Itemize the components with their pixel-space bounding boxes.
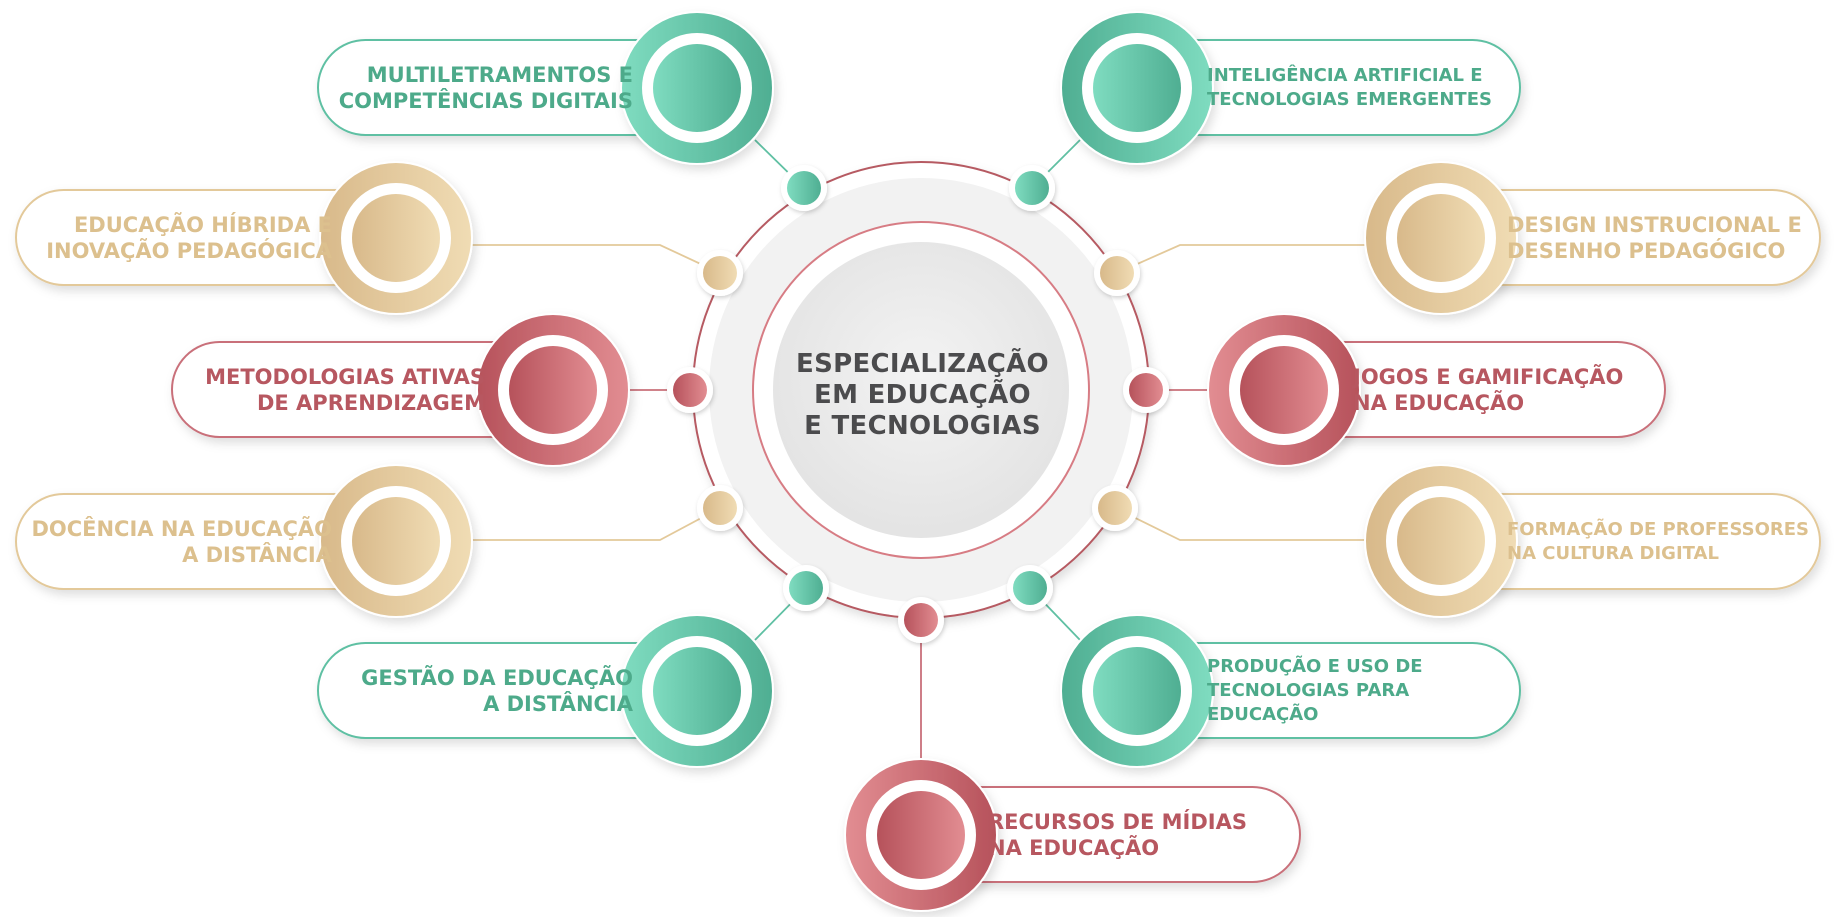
label-box-producao-tecnologias: PRODUÇÃO E USO DE TECNOLOGIAS PARA EDUCA… [1207,643,1517,738]
connector-educacao-hibrida [470,244,721,274]
label-box-recursos-midias: RECURSOS DE MÍDIAS NA EDUCAÇÃO [988,787,1288,882]
badge-core-educacao-hibrida [352,194,440,282]
label-box-jogos-gamificacao: JOGOS E GAMIFICAÇÃO NA EDUCAÇÃO [1353,342,1658,437]
node-metodologias-ativas [171,313,630,467]
dot-red-bottom [898,597,944,643]
central-hub [692,161,1150,619]
badge-core-multiletramentos [653,44,741,132]
dot-teal-bottom-right [1007,565,1053,611]
badge-core-producao-tecnologias [1093,647,1181,735]
label-producao-tecnologias: PRODUÇÃO E USO DE TECNOLOGIAS PARA EDUCA… [1207,655,1423,725]
dot-red-right [1123,367,1169,413]
badge-core-formacao-professores [1397,497,1485,585]
label-multiletramentos: MULTILETRAMENTOS E COMPETÊNCIAS DIGITAIS [338,62,633,113]
node-multiletramentos [317,11,774,165]
center-title: ESPECIALIZAÇÃO EM EDUCAÇÃO E TECNOLOGIAS [796,348,1049,441]
label-box-inteligencia-artificial: INTELIGÊNCIA ARTIFICIAL E TECNOLOGIAS EM… [1207,40,1512,135]
node-educacao-hibrida [15,161,473,315]
node-design-instrucional [1364,161,1821,315]
connector-formacao [1114,507,1365,541]
hub-center-fill [773,242,1069,538]
badge-core-recursos-midias [877,791,965,879]
dot-gold-lower-right [1092,485,1138,531]
label-box-metodologias-ativas: METODOLOGIAS ATIVAS DE APRENDIZAGEM [185,342,485,437]
dot-red-left [667,367,713,413]
dot-gold-upper-left [697,250,743,296]
dot-teal-bottom-left [783,565,829,611]
badge-core-gestao-ead [653,647,741,735]
label-box-docencia-ead: DOCÊNCIA NA EDUCAÇÃO A DISTÂNCIA [28,494,332,589]
label-metodologias-ativas: METODOLOGIAS ATIVAS DE APRENDIZAGEM [205,364,485,415]
node-docencia-ead [15,464,473,618]
node-jogos-gamificacao [1207,313,1666,467]
dot-teal-top-left [781,165,827,211]
badge-core-metodologias-ativas [509,346,597,434]
node-recursos-midias [844,758,1301,912]
connector-lines [470,139,1365,762]
node-formacao-professores [1364,464,1821,618]
badge-core-inteligencia-artificial [1093,44,1181,132]
badge-core-jogos-gamificacao [1240,346,1328,434]
dot-gold-lower-left [697,485,743,531]
connector-docencia [470,507,721,541]
badge-core-docencia-ead [352,497,440,585]
badge-core-design-instrucional [1397,194,1485,282]
node-gestao-ead [317,614,774,768]
connector-design [1116,244,1365,274]
dot-gold-upper-right [1094,250,1140,296]
label-recursos-midias: RECURSOS DE MÍDIAS NA EDUCAÇÃO [988,809,1247,860]
ring-dots [667,165,1169,643]
node-inteligencia-artificial [1060,11,1521,165]
dot-teal-top-right [1009,165,1055,211]
label-design-instrucional: DESIGN INSTRUCIONAL E DESENHO PEDAGÓGICO [1507,212,1802,263]
label-box-design-instrucional: DESIGN INSTRUCIONAL E DESENHO PEDAGÓGICO [1507,190,1812,285]
center-title-box: ESPECIALIZAÇÃO EM EDUCAÇÃO E TECNOLOGIAS [745,330,1100,460]
label-box-formacao-professores: FORMAÇÃO DE PROFESSORES NA CULTURA DIGIT… [1507,494,1817,589]
label-jogos-gamificacao: JOGOS E GAMIFICAÇÃO NA EDUCAÇÃO [1353,364,1624,415]
label-box-educacao-hibrida: EDUCAÇÃO HÍBRIDA E INOVAÇÃO PEDAGÓGICA [30,190,332,285]
node-producao-tecnologias [1060,614,1521,768]
label-inteligencia-artificial: INTELIGÊNCIA ARTIFICIAL E TECNOLOGIAS EM… [1207,64,1492,110]
label-box-multiletramentos: MULTILETRAMENTOS E COMPETÊNCIAS DIGITAIS [330,40,633,135]
label-formacao-professores: FORMAÇÃO DE PROFESSORES NA CULTURA DIGIT… [1507,518,1810,564]
label-gestao-ead: GESTÃO DA EDUCAÇÃO A DISTÂNCIA [361,665,633,716]
label-docencia-ead: DOCÊNCIA NA EDUCAÇÃO A DISTÂNCIA [31,516,332,567]
label-educacao-hibrida: EDUCAÇÃO HÍBRIDA E INOVAÇÃO PEDAGÓGICA [46,212,332,263]
label-box-gestao-ead: GESTÃO DA EDUCAÇÃO A DISTÂNCIA [330,643,633,738]
